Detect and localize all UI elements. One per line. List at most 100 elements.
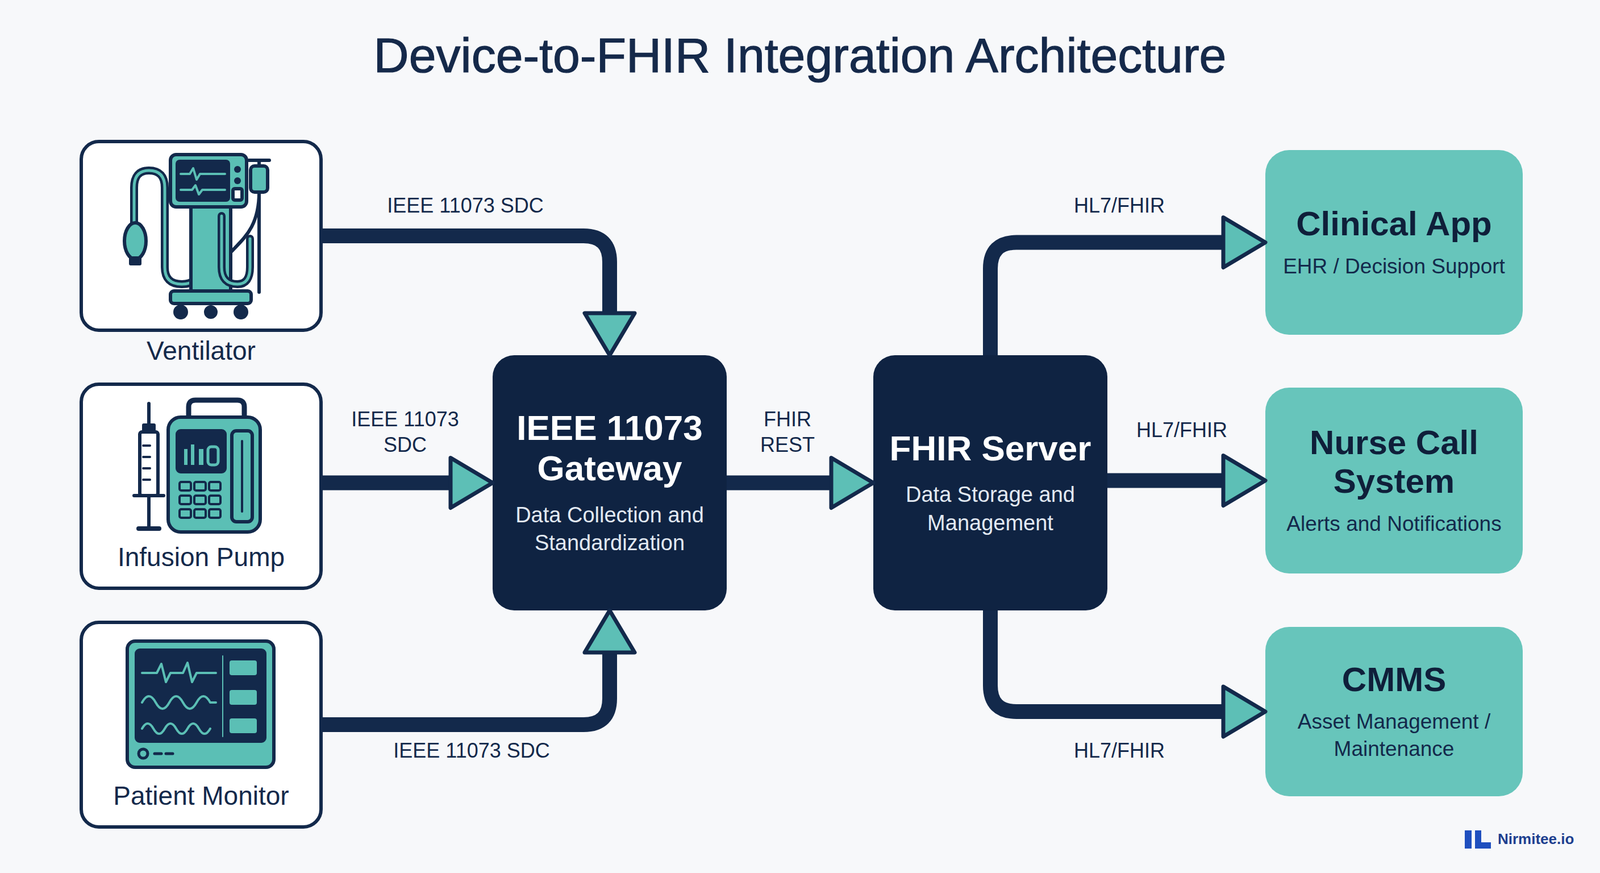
watermark: Nirmitee.io [1497,830,1574,848]
patient-monitor-illustration-part [142,696,216,709]
box-heading: CMMS [1342,660,1447,699]
connector [322,457,493,508]
ventilator-illustration-part [230,192,260,253]
arrow-head [450,457,493,508]
box-heading: Clinical App [1296,204,1492,244]
device-label: Patient Monitor [65,781,337,811]
protocol-label: IEEE 11073 SDC [369,737,574,764]
consumer-box: Nurse Call SystemAlerts and Notification… [1265,387,1523,574]
brand-logo-part [1475,830,1482,849]
infusion-pump-illustration-part [177,430,225,472]
service-box: IEEE 11073 GatewayData Collection and St… [492,355,727,611]
ventilator-illustration-part [124,222,147,260]
infusion-pump-illustration-part [179,481,191,491]
ventilator-illustration-part [177,161,229,200]
patient-monitor-illustration-part [138,748,148,758]
ventilator-illustration-part [180,185,225,195]
infusion-pump-illustration-part [138,526,160,531]
ventilator-illustration-part [234,177,241,185]
ventilator-illustration-part [234,165,241,173]
connector [990,610,1266,737]
infusion-pump-illustration-part [143,425,154,432]
patient-monitor-illustration-part [127,640,274,768]
connector-line [322,635,610,725]
infusion-pump-illustration-part [134,493,164,498]
ventilator-illustration-part [221,215,250,285]
infusion-pump-illustration-part [209,481,221,491]
protocol-label: HL7/FHIR [1045,737,1194,764]
connector-line [726,475,849,491]
arrow-head [1223,455,1266,506]
ventilator-illustration-part [232,188,243,200]
ventilator-illustration-part [190,205,231,291]
brand-logo-part [1464,830,1472,849]
device-label: Infusion Pump [65,542,337,572]
protocol-label: IEEE 11073 SDC [363,192,568,219]
ventilator-illustration-part [205,306,216,318]
ventilator-illustration-part [134,170,199,285]
infusion-pump-illustration-part [209,509,221,518]
infusion-pump-illustration-part [143,444,150,447]
infusion-pump-illustration-part [240,440,244,512]
arrow-head [584,610,635,653]
connector-line [1107,473,1241,489]
patient-monitor-illustration-part [142,723,211,734]
infusion-pump-illustration-part [184,448,188,465]
patient-monitor-illustration-part [136,650,265,741]
infusion-pump-illustration-part [143,478,150,481]
box-description: Data Storage and Management [882,480,1099,537]
infusion-pump-illustration-part [207,446,219,465]
patient-monitor-illustration-part [229,689,257,705]
infusion-pump-illustration-part [143,467,150,470]
infusion-pump-illustration-part [188,400,245,419]
patient-monitor-illustration-part [222,655,224,737]
infusion-pump-illustration-part [168,417,261,532]
infusion-pump-illustration [134,400,261,532]
arrow-head [831,457,874,508]
ventilator-illustration-part [239,303,243,310]
connector-line [322,475,468,491]
connector-line [990,242,1241,356]
box-heading: FHIR Server [889,428,1092,469]
device-box: Ventilator [79,139,323,332]
ventilator-illustration-part [134,170,199,285]
consumer-box: Clinical AppEHR / Decision Support [1265,150,1523,335]
infusion-pump-illustration-part [143,455,150,458]
patient-monitor-illustration-part [142,662,216,682]
brand-logo-part [1475,842,1491,849]
infusion-pump-illustration-part [194,495,206,504]
ventilator-illustration-part [170,290,252,304]
ventilator-illustration-part [257,160,261,293]
infusion-pump-illustration-part [179,495,191,504]
box-description: Alerts and Notifications [1286,510,1502,538]
arrow-head [1223,217,1266,268]
ventilator-illustration-part [170,154,247,207]
ventilator-illustration-part [250,165,268,193]
ventilator-illustration [124,154,270,318]
connector-line [322,235,610,331]
device-label: Ventilator [65,336,337,366]
protocol-label: FHIR REST [747,406,828,458]
connector [1107,455,1266,506]
device-box: Patient Monitor [79,620,323,829]
patient-monitor-illustration [127,640,274,768]
box-description: Data Collection and Standardization [501,501,718,558]
connector [990,217,1266,356]
box-description: Asset Management / Maintenance [1271,707,1518,763]
infusion-pump-illustration-part [147,403,151,432]
box-description: EHR / Decision Support [1282,252,1506,281]
connector [322,235,635,356]
arrow-head [1223,686,1266,737]
patient-monitor-illustration-part [229,660,257,675]
infusion-pump-illustration-part [179,509,191,518]
infusion-pump-illustration-part [231,430,253,522]
connector-line [990,610,1241,712]
service-box: FHIR ServerData Storage and Management [873,355,1108,611]
consumer-box: CMMS Asset Management / Maintenance [1265,626,1523,797]
connector [322,610,635,725]
infusion-pump-illustration-part [194,481,206,491]
arrow-head [584,313,635,356]
ventilator-illustration-part [180,168,225,180]
connector [726,457,874,508]
infusion-pump-illustration-part [209,495,221,504]
